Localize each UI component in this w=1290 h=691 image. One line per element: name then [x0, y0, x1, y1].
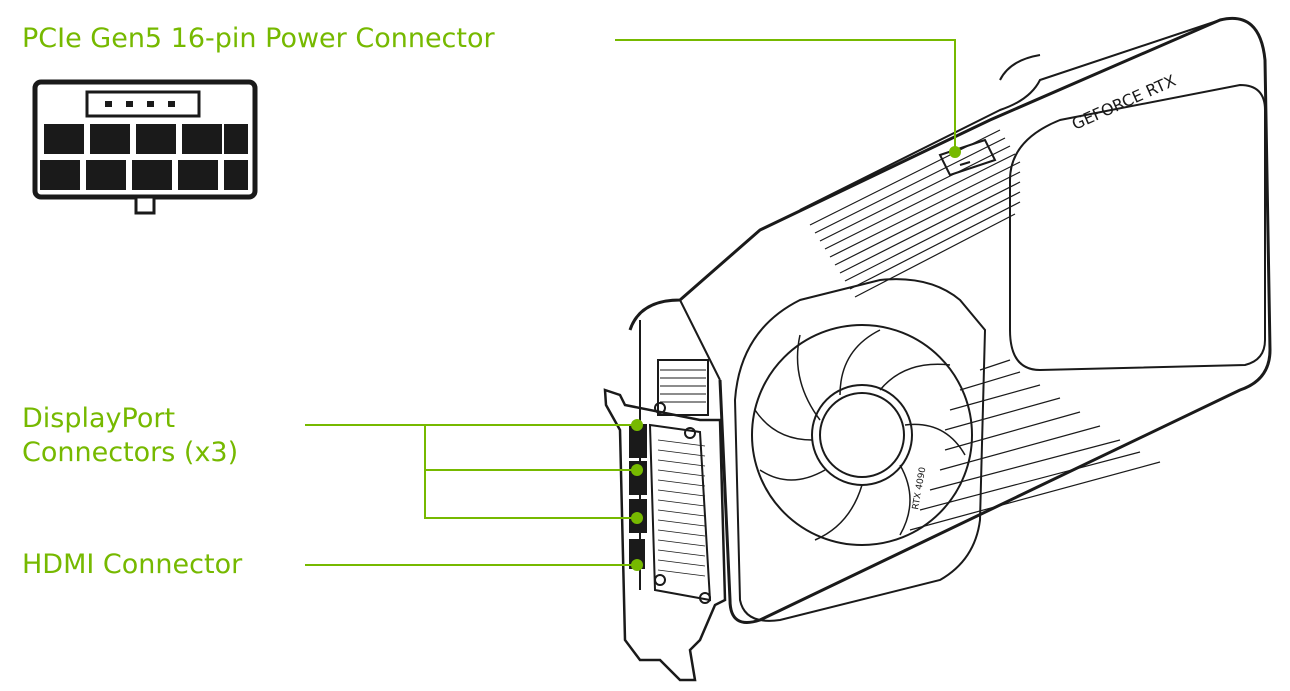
- displayport-label-line1: DisplayPort: [22, 403, 176, 434]
- brand-text: GEFORCE RTX: [1069, 71, 1179, 134]
- power-connector-pinout-icon: [32, 79, 258, 215]
- graphics-card-illustration: [603, 16, 1272, 682]
- model-text: RTX 4090: [911, 466, 928, 510]
- callout-leader-lines: [305, 39, 961, 571]
- displayport-connectors-label: DisplayPort Connectors (x3): [22, 402, 238, 470]
- displayport-label-line2: Connectors (x3): [22, 437, 239, 468]
- power-connector-label: PCIe Gen5 16-pin Power Connector: [22, 23, 495, 54]
- hdmi-connector-label: HDMI Connector: [22, 549, 243, 580]
